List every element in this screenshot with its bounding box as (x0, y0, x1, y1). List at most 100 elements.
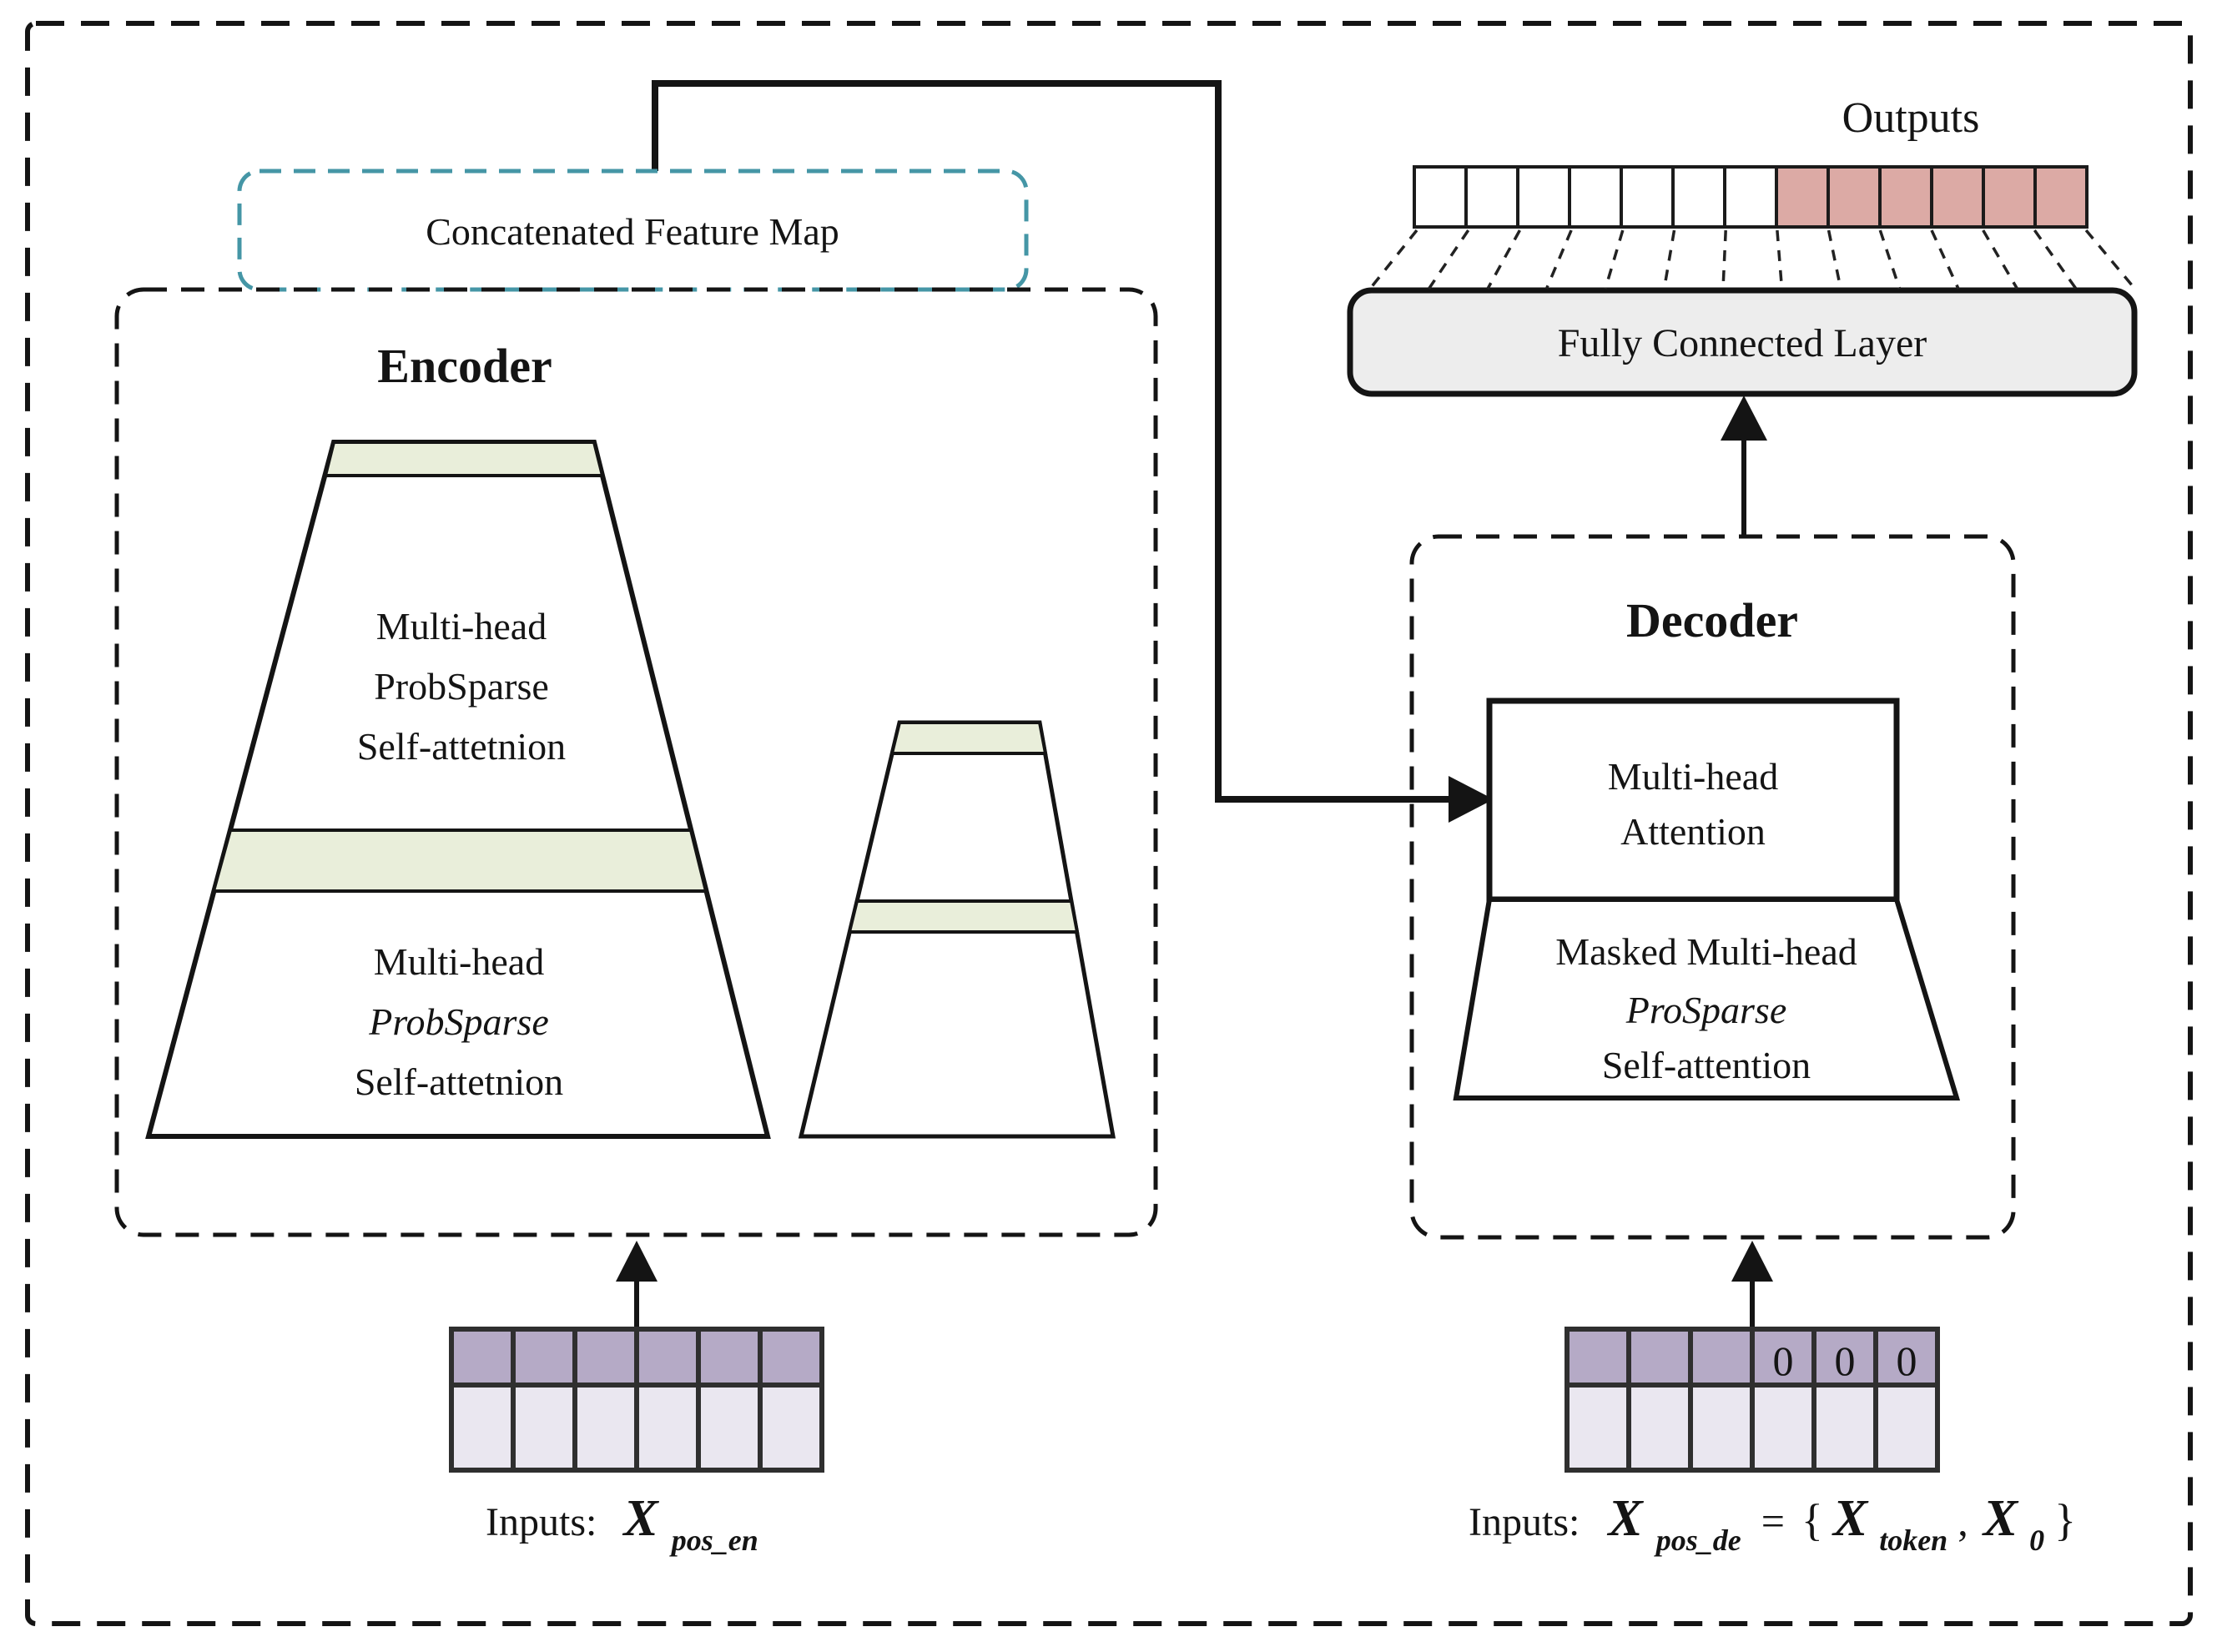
decoder-input-label: Inputs: X pos_de = { X token , X 0 } (1469, 1490, 2076, 1559)
large-trapezoid-middle-band (211, 829, 708, 893)
grid-cell-top-row (634, 1327, 701, 1388)
fan-dash-line (1721, 229, 1727, 290)
fully-connected-layer: Fully Connected Layer (1347, 287, 2138, 397)
fan-dash-line (1604, 229, 1625, 290)
mha-rect (1486, 698, 1900, 903)
fcl-label: Fully Connected Layer (1558, 321, 1927, 365)
decoder-input-close-brace: } (2054, 1495, 2076, 1545)
zero-token: 0 (1897, 1337, 1917, 1384)
output-cell-white (1464, 165, 1519, 229)
feature-map-dashed-rect (237, 169, 1029, 292)
masked-trapezoid-outline (1453, 897, 1961, 1100)
encoder-input-grid (449, 1327, 824, 1473)
fan-dash-line (1878, 229, 1902, 290)
fan-dash-line (1544, 229, 1573, 290)
grid-cell-bottom-row (758, 1383, 824, 1473)
decoder-input-subscript: pos_de (1654, 1524, 1741, 1557)
output-cell-white (1413, 165, 1468, 229)
zero-token: 0 (1773, 1337, 1794, 1384)
decoder-input-subscript2: token (1879, 1524, 1947, 1557)
output-cell-white (1568, 165, 1623, 229)
decoder-masked-trapezoid: Masked Multi-head ProSparse Self-attenti… (1453, 897, 1961, 1100)
output-cell-white (1671, 165, 1726, 229)
decoder-input-comma: , (1958, 1498, 1968, 1544)
encoder-lower-text-line2: ProbSparse (368, 1000, 549, 1043)
large-trapezoid-top-band (323, 441, 605, 477)
grid-cell-top-row (1873, 1327, 1940, 1388)
encoder-title: Encoder (377, 339, 552, 393)
output-cell-pink (1878, 165, 1933, 229)
grid-cell-bottom-row (1750, 1383, 1816, 1473)
output-cell-pink (2033, 165, 2089, 229)
fan-dash-line (1486, 229, 1521, 290)
grid-cell-bottom-row (572, 1383, 639, 1473)
decoder-input-var3: X (1982, 1490, 2019, 1547)
decoder-to-fcl-arrowhead-icon (1721, 395, 1767, 441)
output-cell-white (1516, 165, 1571, 229)
encoder-upper-text-line3: Self-attetnion (357, 725, 566, 768)
decoder-input-arrowhead-icon (1731, 1241, 1773, 1282)
decoder-input-var: X (1606, 1490, 1644, 1547)
fan-dash-line (1428, 229, 1470, 290)
masked-text-line2: ProSparse (1625, 989, 1787, 1031)
encoder-small-trapezoid (798, 720, 1116, 1139)
fan-dash-line (1662, 229, 1676, 290)
encoder-upper-text-line2: ProbSparse (374, 665, 549, 708)
encoder-lower-text-line3: Self-attetnion (355, 1060, 563, 1103)
mha-text-line1: Multi-head (1608, 755, 1778, 798)
outputs-label: Outputs (1842, 94, 1980, 142)
encoder-dashed-rect (114, 287, 1158, 1237)
fan-dash-line (1776, 229, 1784, 290)
grid-cell-top-row (1688, 1327, 1755, 1388)
mha-text-line2: Attention (1620, 810, 1766, 853)
output-cell-white (1723, 165, 1778, 229)
output-cell-pink (1930, 165, 1985, 229)
grid-cell-bottom-row (1688, 1383, 1755, 1473)
grid-cell-top-row (696, 1327, 763, 1388)
grid-cell-top-row (1564, 1327, 1631, 1388)
fan-dash-line (1982, 229, 2019, 290)
grid-cell-top-row (572, 1327, 639, 1388)
outputs-to-fcl-fan-lines (1368, 229, 2136, 290)
encoder-input-var: X (622, 1490, 659, 1547)
fan-dash-line (1368, 229, 1418, 290)
decoder-mha-box: Multi-head Attention (1486, 698, 1900, 903)
fan-dash-line (1827, 229, 1842, 290)
encoder-input-prefix: Inputs: (486, 1500, 597, 1544)
decoder-input-open-brace: { (1801, 1495, 1823, 1545)
grid-cell-top-row (1626, 1327, 1693, 1388)
feature-map-label: Concatenated Feature Map (426, 210, 839, 253)
grid-cell-bottom-row (1564, 1383, 1631, 1473)
encoder-input-label: Inputs: X pos_en (486, 1490, 758, 1557)
masked-text-line1: Masked Multi-head (1555, 930, 1857, 973)
decoder-input-prefix: Inputs: (1469, 1500, 1580, 1544)
encoder-input-arrowhead-icon (616, 1241, 658, 1282)
encoder-input-subscript: pos_en (669, 1524, 758, 1557)
fan-dash-line (2084, 229, 2136, 290)
grid-cell-top-row (449, 1327, 516, 1388)
decoder-input-subscript3: 0 (2029, 1524, 2044, 1557)
zero-token: 0 (1835, 1337, 1856, 1384)
encoder-box: Encoder (114, 287, 1158, 1237)
concatenated-feature-map-box: Concatenated Feature Map (237, 169, 1029, 292)
grid-cell-bottom-row (634, 1383, 701, 1473)
outer-dashed-border (25, 21, 2193, 1626)
grid-cell-bottom-row (696, 1383, 763, 1473)
grid-cell-bottom-row (1873, 1383, 1940, 1473)
grid-cell-top-row (511, 1327, 577, 1388)
fan-dash-line (2033, 229, 2078, 290)
encoder-large-trapezoid: Multi-head ProbSparse Self-attetnion Mul… (145, 440, 771, 1139)
grid-cell-bottom-row (449, 1383, 516, 1473)
grid-cell-bottom-row (1626, 1383, 1693, 1473)
output-cell-pink (1827, 165, 1882, 229)
masked-text-line3: Self-attention (1602, 1044, 1811, 1086)
output-cell-white (1620, 165, 1675, 229)
decoder-title: Decoder (1626, 593, 1798, 647)
decoder-input-equals: = (1761, 1498, 1785, 1544)
encoder-lower-text-line1: Multi-head (374, 940, 544, 983)
decoder-dashed-rect (1409, 534, 2016, 1240)
fan-dash-line (1930, 229, 1960, 290)
featuremap-to-decoder-connector (652, 80, 1454, 803)
